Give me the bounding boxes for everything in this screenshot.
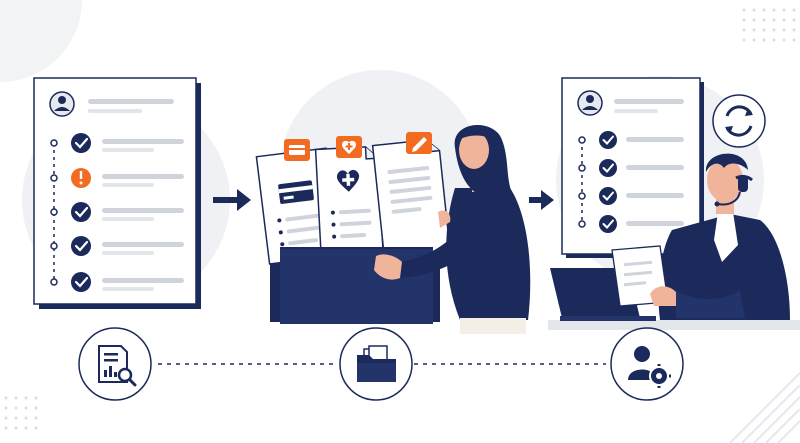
check-icon: [599, 131, 617, 149]
arrow-right-icon: [529, 190, 554, 210]
dot-grid-top-right: [742, 8, 796, 42]
header-line: [88, 99, 174, 104]
checklist-row: [50, 202, 184, 222]
check-icon: [599, 187, 617, 205]
checklist-row: [50, 236, 184, 256]
pencil-badge-icon: [406, 132, 432, 154]
user-avatar-icon: [49, 91, 75, 117]
check-icon: [71, 272, 91, 292]
check-icon: [71, 133, 91, 153]
hair: [705, 153, 748, 172]
hand: [374, 254, 402, 280]
support-agent-scene: [548, 153, 800, 330]
checklist-row: [50, 272, 184, 292]
document-analytics-search-icon: [78, 327, 152, 401]
left-checklist-card: [33, 77, 201, 309]
right-checklist-card: [561, 77, 704, 258]
check-icon: [599, 215, 617, 233]
diagonal-lines-bottom-right: [729, 372, 800, 443]
suit: [658, 214, 790, 320]
arrow-right-icon: [213, 189, 251, 211]
checklist-row: [578, 159, 684, 177]
checklist-row: [50, 168, 184, 188]
laptop-base: [560, 316, 656, 321]
sync-arrows-icon: [712, 94, 766, 148]
check-icon: [599, 159, 617, 177]
face: [707, 158, 743, 202]
dot-grid-bottom-left: [4, 396, 38, 430]
document-card: [371, 139, 452, 266]
desk: [548, 320, 800, 330]
checklist-row: [50, 133, 184, 153]
check-icon: [71, 236, 91, 256]
user-settings-icon: [610, 327, 684, 401]
folder-front: [280, 248, 433, 324]
middle-folder-scene: [255, 125, 531, 334]
process-timeline: [78, 327, 684, 401]
arm: [396, 215, 492, 278]
face: [459, 131, 489, 169]
check-icon: [71, 202, 91, 222]
heart-plus-badge-icon: [336, 136, 362, 158]
hand: [650, 286, 676, 306]
document-card: [314, 146, 384, 257]
credit-card-badge-icon: [284, 139, 310, 161]
user-avatar-icon: [577, 90, 603, 116]
shirt: [714, 212, 738, 262]
checklist-row: [578, 131, 684, 149]
folder-files-icon: [339, 327, 413, 401]
checklist-row: [578, 187, 684, 205]
checklist-row: [578, 215, 684, 233]
woman-holding-documents: [374, 125, 531, 334]
